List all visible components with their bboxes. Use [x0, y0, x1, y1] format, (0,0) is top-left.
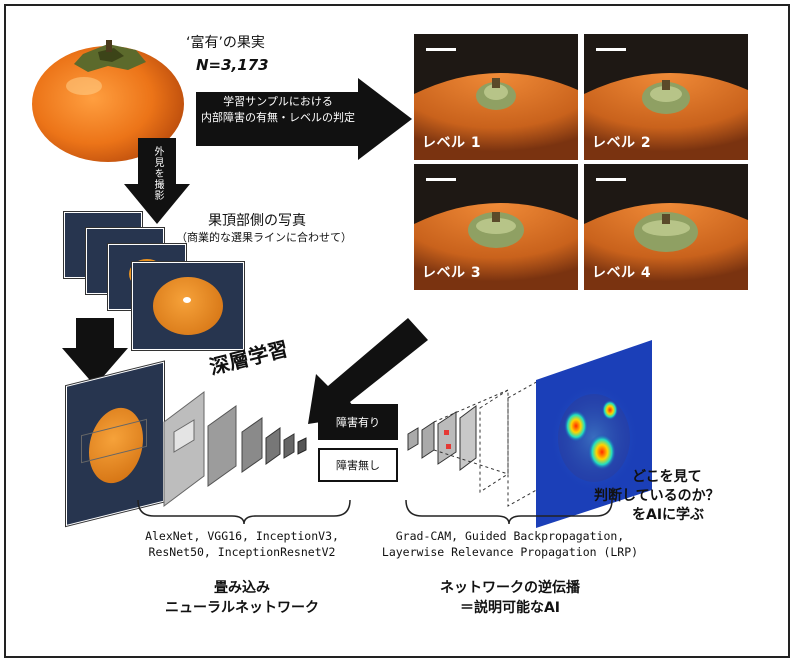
- fruit-photo-main: [132, 262, 244, 350]
- level-panel-3-label: レベル 3: [422, 265, 482, 281]
- cnn-title-line1: 畳み込み: [214, 580, 270, 596]
- cnn-layers: [163, 391, 307, 507]
- figure-frame: [4, 4, 790, 658]
- scale-bar: [426, 178, 456, 181]
- judgement-arrow: [196, 78, 412, 160]
- xai-layer-2: [421, 421, 435, 459]
- level-panel-2-label: レベル 2: [592, 135, 652, 151]
- xai-method-list: Grad-CAM, Guided Backpropagation, Layerw…: [362, 528, 658, 560]
- level-panel-1-label: レベル 1: [422, 135, 482, 151]
- xai-layer-3: [437, 411, 457, 465]
- cnn-layer-4: [265, 427, 281, 465]
- fruit-photo-main-calyx: [183, 297, 191, 303]
- heatmap-image: [536, 340, 652, 528]
- question-line1: どこを見て: [632, 469, 702, 485]
- level-panel-3-image: [414, 164, 578, 290]
- input-arrow: [62, 318, 128, 386]
- scale-bar: [596, 48, 626, 51]
- xai-title-line2: ＝説明可能なAI: [459, 600, 561, 616]
- level-panel-4-image: [584, 164, 748, 290]
- judgement-arrow-line2: 内部障害の有無・レベルの判定: [201, 111, 355, 124]
- fruit-photo-main-fruit: [153, 277, 223, 335]
- xai-highlight-1: [444, 430, 449, 435]
- capture-arrow: [124, 138, 190, 224]
- cnn-brace: [137, 499, 351, 525]
- level-panel-4-label: レベル 4: [592, 265, 652, 281]
- level-panel-1-image: [414, 34, 578, 160]
- xai-title: ネットワークの逆伝播 ＝説明可能なAI: [380, 578, 640, 618]
- cnn-layer-3: [241, 417, 263, 473]
- xai-layer-4: [459, 405, 477, 471]
- cnn-model-list: AlexNet, VGG16, InceptionV3, ResNet50, I…: [92, 528, 392, 560]
- cnn-layer-2: [207, 405, 237, 487]
- class-has-damage: 障害有り: [318, 404, 398, 440]
- photos-title: 果頂部側の写真: [208, 213, 306, 229]
- cnn-title-line2: ニューラルネットワーク: [165, 600, 319, 616]
- class-no-damage: 障害無し: [318, 448, 398, 482]
- classify-arrow: [308, 318, 428, 424]
- sample-count: N=3,173: [196, 56, 269, 74]
- judgement-arrow-label: 学習サンプルにおける 内部障害の有無・レベルの判定: [198, 94, 358, 126]
- class-no-damage-label: 障害無し: [336, 459, 380, 472]
- cnn-model-line1: AlexNet, VGG16, InceptionV3,: [145, 529, 339, 543]
- persimmon-fruit-image: [32, 40, 184, 162]
- xai-method-line1: Grad-CAM, Guided Backpropagation,: [395, 529, 625, 543]
- level-panel-3: レベル 3: [414, 164, 578, 290]
- photos-subtitle: （商業的な選果ラインに合わせて）: [176, 231, 352, 244]
- level-panel-1: レベル 1: [414, 34, 578, 160]
- xai-title-line1: ネットワークの逆伝播: [440, 580, 580, 596]
- xai-brace: [405, 499, 613, 525]
- cnn-layer-5: [283, 433, 295, 459]
- judgement-arrow-line1: 学習サンプルにおける: [223, 95, 333, 108]
- xai-layers: [407, 379, 541, 507]
- xai-highlight-2: [446, 444, 451, 449]
- class-has-damage-label: 障害有り: [336, 416, 380, 429]
- level-panel-4: レベル 4: [584, 164, 748, 290]
- fruit-title: ‘富有’の果実: [186, 35, 265, 51]
- question-line3: をAIに学ぶ: [632, 507, 705, 523]
- question-text: どこを見て 判断しているのか？ をAIに学ぶ: [594, 468, 796, 525]
- cnn-layer-6: [297, 437, 307, 455]
- level-panel-2: レベル 2: [584, 34, 748, 160]
- capture-arrow-label: 外見を撮影: [152, 146, 163, 201]
- question-line2: 判断しているのか？: [594, 488, 720, 504]
- cnn-layer-1: [163, 391, 205, 507]
- cnn-kernel-1: [173, 419, 195, 453]
- xai-layer-5: [479, 389, 509, 493]
- cnn-model-line2: ResNet50, InceptionResnetV2: [148, 545, 336, 559]
- scale-bar: [596, 178, 626, 181]
- xai-layer-1: [407, 427, 419, 451]
- xai-method-line2: Layerwise Relevance Propagation (LRP): [381, 545, 639, 559]
- scale-bar: [426, 48, 456, 51]
- level-panel-2-image: [584, 34, 748, 160]
- cnn-title: 畳み込み ニューラルネットワーク: [112, 578, 372, 618]
